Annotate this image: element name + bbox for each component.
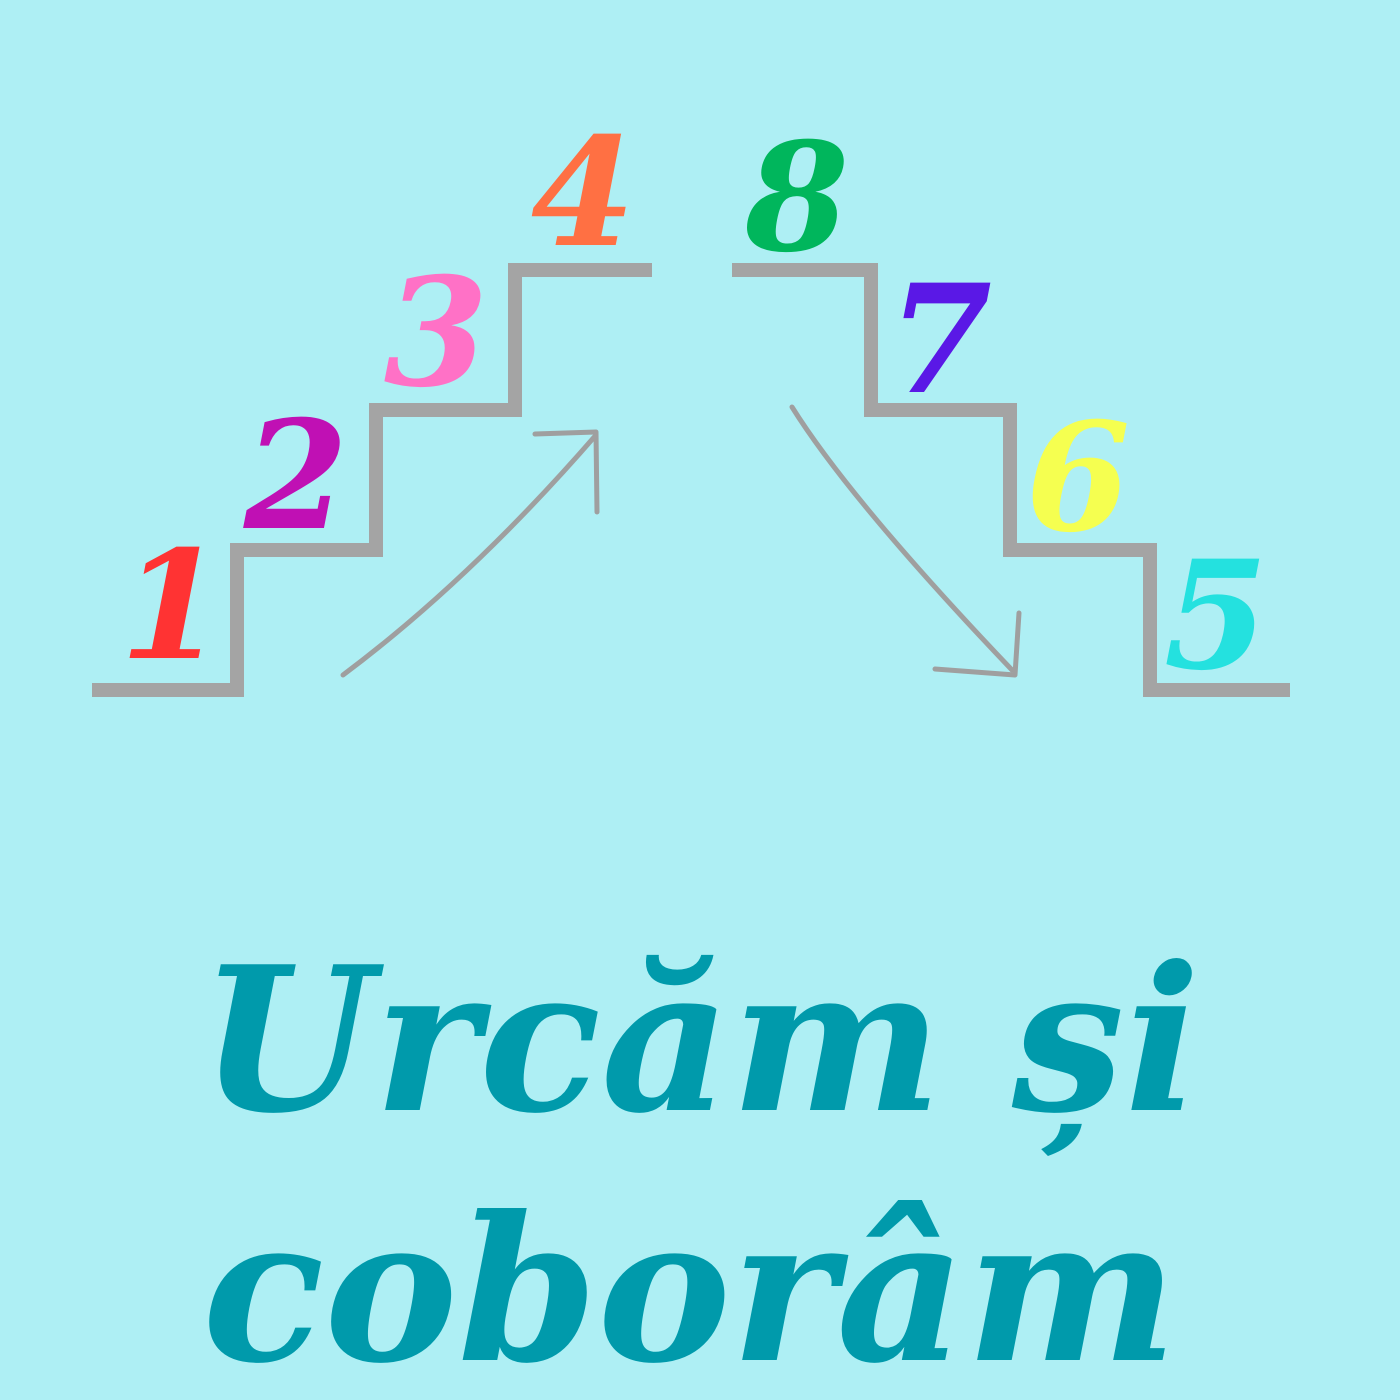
step-number-7: 7: [888, 252, 992, 428]
step-number-8: 8: [744, 110, 849, 286]
step-number-3: 3: [384, 245, 488, 421]
title-line-2: coborâm: [203, 1173, 1178, 1400]
step-number-5: 5: [1164, 528, 1268, 704]
up-arrow-icon: [340, 429, 600, 678]
ascending-staircase: [92, 263, 652, 697]
step-number-1: 1: [120, 518, 224, 694]
descending-staircase: [732, 263, 1290, 697]
step-number-4: 4: [531, 105, 635, 281]
title-line-1: Urcăm și: [200, 923, 1201, 1158]
down-arrow-icon: [789, 404, 1022, 678]
step-number-2: 2: [243, 388, 348, 564]
step-number-6: 6: [1026, 390, 1130, 566]
